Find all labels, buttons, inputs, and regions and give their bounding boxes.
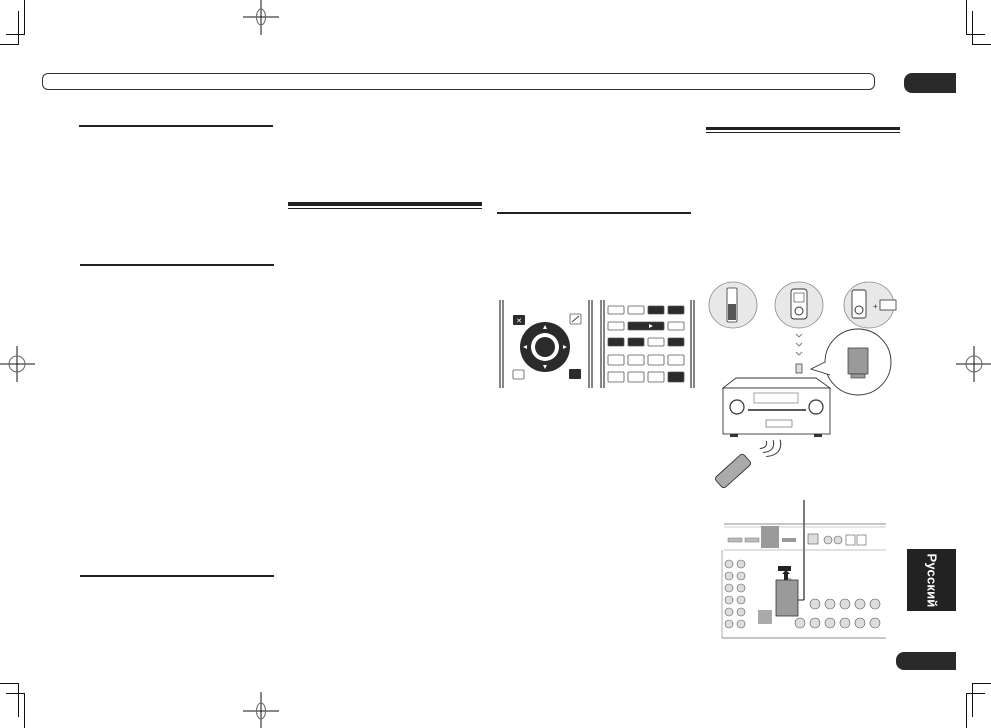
section-heading-rule <box>80 575 274 577</box>
crop-mark <box>24 0 25 35</box>
chapter-header-bar <box>42 73 875 90</box>
bluetooth-devices-figure: + <box>708 281 897 489</box>
remote-control-figure: ✕ <box>499 300 695 388</box>
language-tab: Русский <box>907 549 956 611</box>
crop-mark <box>973 44 991 45</box>
crop-mark <box>6 693 24 694</box>
page-number-tab <box>896 652 956 670</box>
crop-mark <box>972 683 973 717</box>
crop-mark <box>6 34 24 35</box>
registration-mark-icon <box>243 0 279 35</box>
crop-mark <box>967 693 985 694</box>
crop-mark <box>966 693 967 728</box>
crop-mark <box>24 693 25 728</box>
section-heading-rule <box>79 125 273 127</box>
chapter-number-tab <box>904 73 956 93</box>
section-title-rule <box>288 202 482 209</box>
svg-text:✕: ✕ <box>516 318 522 325</box>
registration-mark-icon <box>956 346 991 382</box>
crop-mark <box>0 683 18 684</box>
crop-mark <box>973 683 991 684</box>
crop-mark <box>966 0 967 35</box>
registration-mark-icon <box>243 692 279 728</box>
section-heading-rule <box>497 212 691 214</box>
rear-panel-figure <box>721 500 886 639</box>
crop-mark <box>967 34 985 35</box>
registration-mark-icon <box>0 346 35 382</box>
crop-mark <box>18 11 19 45</box>
svg-text:+: + <box>873 302 878 311</box>
section-title-rule <box>706 127 900 133</box>
crop-mark <box>18 683 19 717</box>
crop-mark <box>0 44 18 45</box>
section-heading-rule <box>80 264 274 266</box>
crop-mark <box>972 11 973 45</box>
